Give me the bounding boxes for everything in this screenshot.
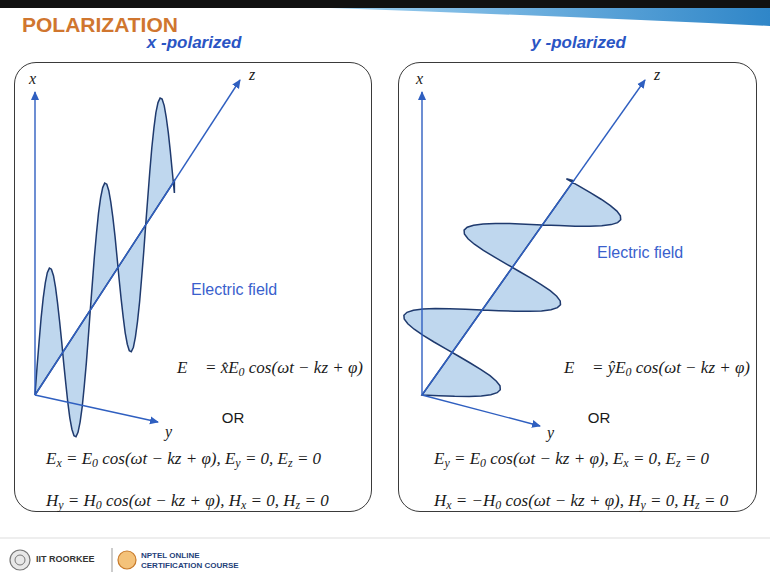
top-swoosh (330, 8, 770, 26)
vector-equation: E⃗ = x̂E0 cos(ωt − kz + φ) (177, 358, 363, 378)
panel-heading: y -polarized (531, 33, 625, 53)
footer-course: NPTEL ONLINE CERTIFICATION COURSE (141, 551, 251, 570)
h-field-equation: Hx = −H0 cos(ωt − kz + φ), Hy = 0, Hz = … (434, 491, 728, 511)
x-axis (421, 92, 422, 395)
panel-heading: x -polarized (147, 33, 241, 53)
x-axis (34, 92, 35, 395)
e-field-equation: Ex = E0 cos(ωt − kz + φ), Ey = 0, Ez = 0 (46, 449, 321, 469)
h-field-equation: Hy = H0 cos(ωt − kz + φ), Hx = 0, Hz = 0 (46, 491, 329, 511)
top-bar (0, 0, 770, 8)
or-label: OR (588, 409, 611, 426)
y-axis (422, 395, 540, 426)
polarization-panel: x -polarizedElectric fieldE⃗ = x̂E0 cos(… (14, 62, 372, 512)
axis-label: x (416, 70, 423, 88)
field-label: Electric field (597, 244, 683, 262)
footer-divider (112, 548, 113, 572)
axis-label: y (547, 424, 554, 442)
vector-equation: E⃗ = ŷE0 cos(ωt − kz + φ) (564, 358, 750, 378)
y-axis (35, 395, 158, 422)
z-axis (35, 80, 240, 395)
axis-label: z (654, 66, 660, 84)
iit-logo (10, 550, 30, 570)
nptel-logo (118, 551, 136, 569)
footer-institute: IIT ROORKEE (36, 554, 95, 564)
polarization-panel: y -polarizedElectric fieldE⃗ = ŷE0 cos(ω… (398, 62, 757, 512)
iit-logo-ring (15, 555, 25, 565)
z-axis (422, 80, 645, 395)
axis-label: y (165, 423, 172, 441)
axis-label: x (29, 70, 36, 88)
axis-label: z (249, 66, 255, 84)
field-label: Electric field (191, 281, 277, 299)
x-polarized-wave (35, 98, 174, 437)
or-label: OR (222, 409, 245, 426)
electric-field-wave (35, 98, 174, 437)
e-field-equation: Ey = E0 cos(ωt − kz + φ), Ex = 0, Ez = 0 (434, 449, 709, 469)
footer-rule (0, 538, 770, 539)
